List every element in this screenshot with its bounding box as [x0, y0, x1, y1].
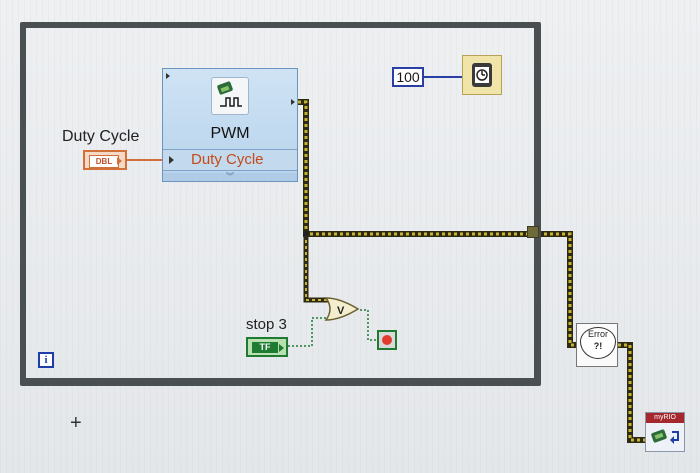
output-arrow-icon	[117, 157, 122, 165]
error-badge: ?!	[593, 341, 603, 351]
myrio-device-icon	[651, 429, 679, 444]
pwm-duty-cycle-label: Duty Cycle	[191, 151, 264, 168]
or-gate[interactable]: V	[324, 297, 360, 321]
myrio-reset-node[interactable]: myRIO	[645, 412, 685, 452]
error-bubble-icon: Error ?!	[580, 327, 616, 359]
loop-tunnel[interactable]	[527, 226, 539, 238]
crosshair-cursor-icon: +	[70, 412, 82, 434]
stop-label: stop 3	[246, 316, 287, 333]
stopwatch-icon	[472, 63, 492, 87]
stop-control-terminal[interactable]: TF	[246, 337, 288, 357]
wait-ms-constant[interactable]: 100	[392, 67, 424, 87]
wait-ms-function[interactable]	[462, 55, 502, 95]
pwm-duty-cycle-input[interactable]: Duty Cycle	[163, 149, 297, 171]
tf-type-text: TF	[252, 342, 278, 353]
iteration-terminal-text: i	[44, 354, 48, 366]
or-gate-symbol: V	[337, 305, 345, 317]
input-arrow-icon	[166, 73, 170, 79]
simple-error-handler[interactable]: Error ?!	[576, 323, 618, 367]
while-loop[interactable]	[20, 22, 541, 386]
output-arrow-icon	[291, 99, 295, 105]
pwm-express-vi[interactable]: PWM Duty Cycle ︾	[162, 68, 298, 182]
stop-sign-icon	[382, 335, 392, 345]
iteration-terminal[interactable]: i	[38, 352, 54, 368]
output-arrow-icon	[279, 344, 284, 352]
duty-cycle-label: Duty Cycle	[62, 128, 140, 145]
or-output-wire[interactable]	[360, 309, 377, 341]
expand-chevron-icon[interactable]: ︾	[163, 173, 297, 181]
myrio-banner: myRIO	[646, 413, 684, 423]
stop-boolean-wire[interactable]	[288, 317, 328, 347]
pwm-signal-icon	[211, 77, 249, 115]
error-label: Error	[588, 329, 608, 339]
loop-condition-terminal[interactable]	[377, 330, 397, 350]
input-arrow-icon	[169, 156, 174, 164]
dbl-type-text: DBL	[89, 155, 119, 168]
pwm-title: PWM	[210, 125, 250, 142]
wire-junction	[303, 231, 309, 237]
duty-cycle-control-terminal[interactable]: DBL	[83, 150, 127, 170]
